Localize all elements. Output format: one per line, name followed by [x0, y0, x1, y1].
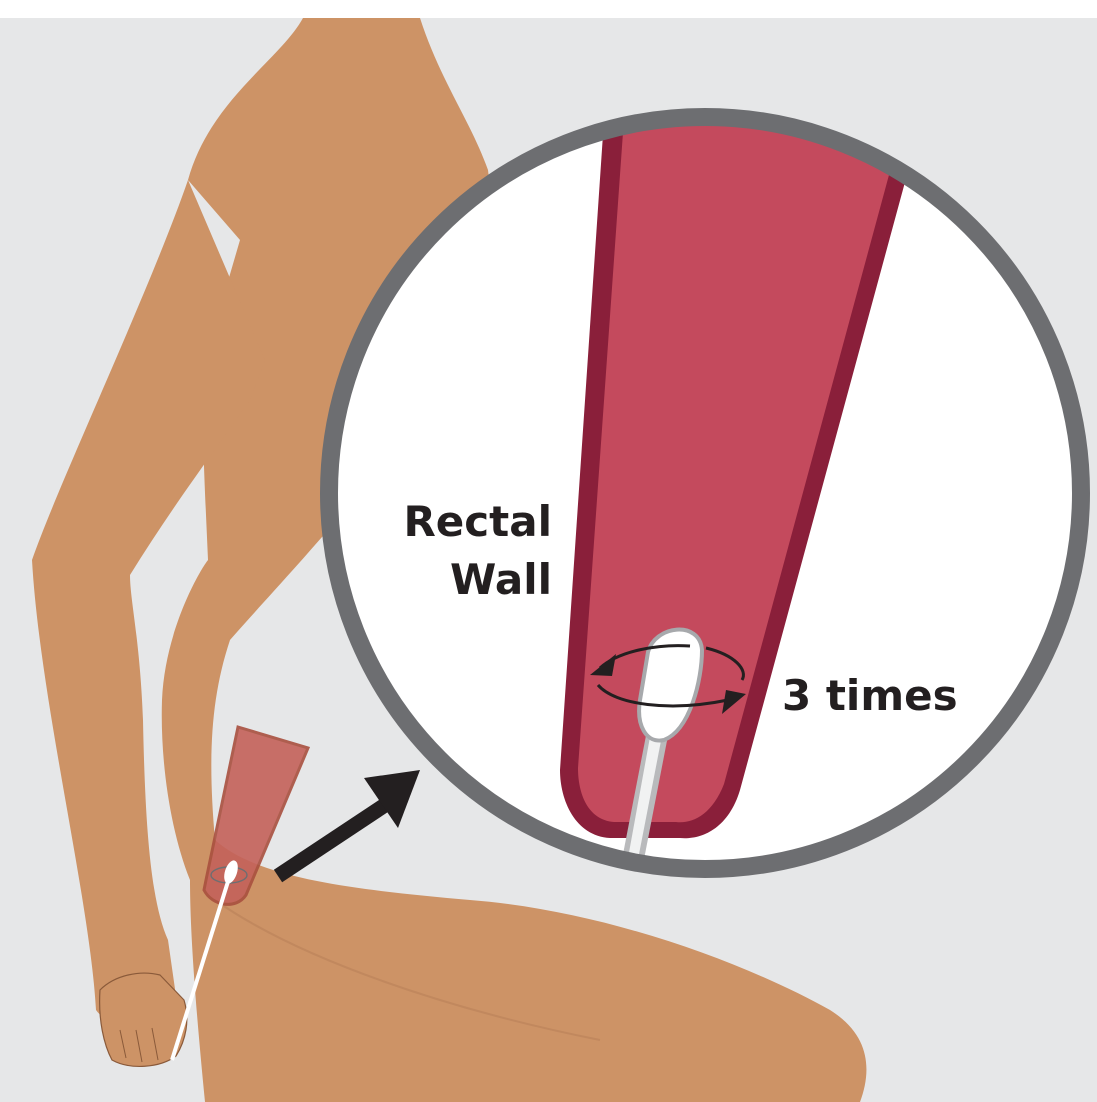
region-label-line2: Wall [450, 555, 552, 604]
rotation-count-label: 3 times [782, 671, 958, 720]
region-label-line1: Rectal [403, 497, 552, 546]
